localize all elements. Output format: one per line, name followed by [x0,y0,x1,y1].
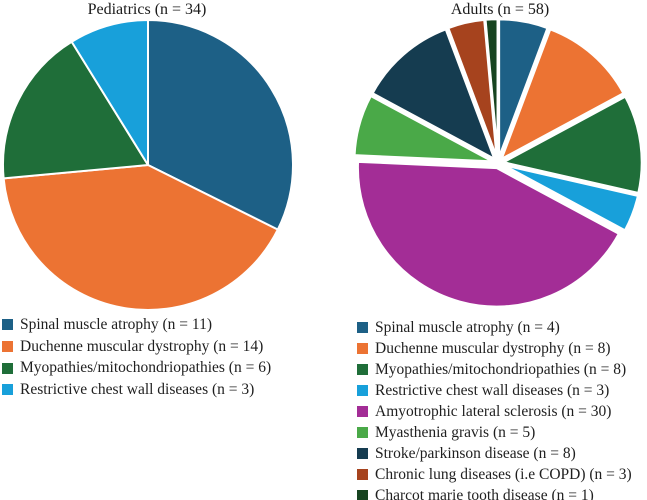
legend-label: Myopathies/mitochondriopathies (n = 8) [375,360,627,378]
adults-legend: Spinal muscle atrophy (n = 4) Duchenne mu… [357,317,632,500]
adults-chart-title: Adults (n = 58) [450,1,550,18]
pediatrics-chart-title: Pediatrics (n = 34) [87,1,207,18]
adults-legend-item: Restrictive chest wall diseases (n = 3) [357,380,632,401]
legend-swatch [2,341,13,353]
legend-swatch [357,322,368,333]
adults-pie-chart [353,17,644,309]
legend-swatch [357,469,368,480]
legend-label: Myasthenia gravis (n = 5) [375,423,536,441]
adults-pie-slice [484,17,500,160]
legend-label: Restrictive chest wall diseases (n = 3) [20,381,255,399]
adults-legend-item: Charcot marie tooth disease (n = 1) [357,485,632,500]
adults-legend-item: Amyotrophic lateral sclerosis (n = 30) [357,401,632,422]
pediatrics-legend-item: Duchenne muscular dystrophy (n = 14) [2,336,271,358]
legend-swatch [357,406,368,417]
pediatrics-legend: Spinal muscle atrophy (n = 11) Duchenne m… [2,314,271,401]
pediatrics-pie-slice [147,19,294,231]
legend-label: Charcot marie tooth disease (n = 1) [375,486,594,500]
legend-label: Myopathies/mitochondriopathies (n = 6) [20,359,272,377]
adults-legend-item: Duchenne muscular dystrophy (n = 8) [357,338,632,359]
legend-label: Duchenne muscular dystrophy (n = 14) [20,337,264,355]
adults-pie-slice [500,27,625,161]
adults-pie-slice [353,94,495,163]
legend-swatch [357,364,368,375]
legend-label: Stroke/parkinson disease (n = 8) [375,444,576,462]
adults-legend-item: Stroke/parkinson disease (n = 8) [357,443,632,464]
legend-label: Chronic lung diseases (i.e COPD) (n = 3) [375,465,632,483]
pediatrics-pie-slice [2,40,149,180]
legend-swatch [357,490,368,500]
legend-label: Restrictive chest wall diseases (n = 3) [375,381,610,399]
pediatrics-legend-item: Restrictive chest wall diseases (n = 3) [2,379,271,401]
legend-label: Spinal muscle atrophy (n = 11) [20,316,212,334]
adults-pie-slice [356,160,621,309]
legend-swatch [2,362,13,374]
pediatrics-pie-chart [2,19,294,311]
adults-legend-item: Myasthenia gravis (n = 5) [357,422,632,443]
legend-label: Spinal muscle atrophy (n = 4) [375,318,560,336]
adults-pie-slice [371,27,496,161]
pediatrics-legend-item: Spinal muscle atrophy (n = 11) [2,314,271,336]
pediatrics-legend-item: Myopathies/mitochondriopathies (n = 6) [2,357,271,379]
adults-pie-slice [501,163,640,232]
legend-swatch [357,343,368,354]
legend-label: Amyotrophic lateral sclerosis (n = 30) [375,402,612,420]
legend-swatch [2,319,13,331]
legend-swatch [357,427,368,438]
legend-swatch [357,448,368,459]
adults-legend-item: Myopathies/mitochondriopathies (n = 8) [357,359,632,380]
pediatrics-pie-slice [70,19,149,166]
legend-swatch [2,384,13,396]
legend-label: Duchenne muscular dystrophy (n = 8) [375,339,611,357]
adults-legend-item: Chronic lung diseases (i.e COPD) (n = 3) [357,464,632,485]
adults-legend-item: Spinal muscle atrophy (n = 4) [357,317,632,338]
pediatrics-pie-slice [2,164,279,311]
legend-swatch [357,385,368,396]
adults-pie-slice [501,95,644,195]
